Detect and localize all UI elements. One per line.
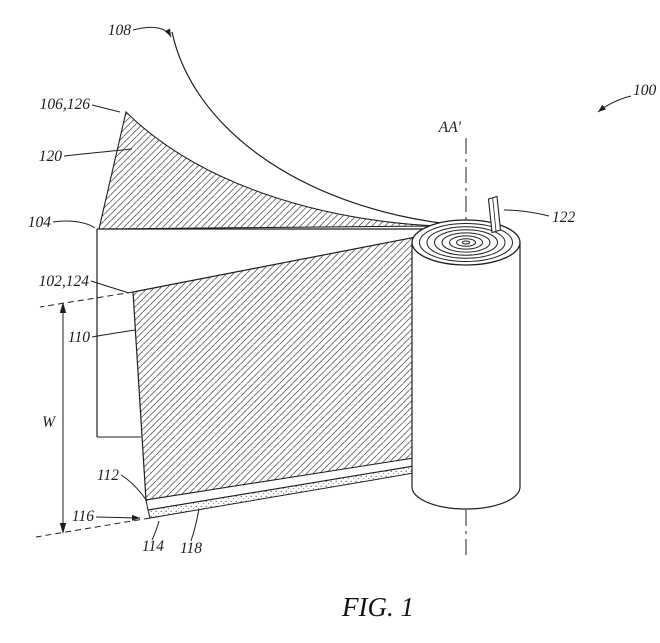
roll-spiral-ring [434, 229, 498, 256]
leader-122 [503, 209, 550, 217]
leader-106-126 [91, 104, 121, 113]
roll-cylinder-body [411, 243, 521, 510]
ref-label-118: 118 [180, 540, 202, 557]
roll-spiral-center [461, 240, 471, 245]
ref-label-100: 100 [633, 82, 657, 99]
axis-label: AA' [438, 119, 462, 136]
ref-label-122: 122 [552, 209, 576, 226]
leader-116 [95, 514, 141, 521]
ref-label-108: 108 [108, 22, 132, 39]
leader-100 [597, 95, 632, 113]
outer-layer-curve [171, 31, 449, 225]
roll-spiral-ring [426, 226, 506, 259]
ref-label-112: 112 [97, 467, 119, 484]
dimension-arrow-down [59, 523, 67, 534]
roll-spiral-ring [449, 235, 483, 250]
upper-hatched-sheet [98, 110, 437, 230]
leader-112 [120, 474, 148, 502]
leader-104 [52, 220, 96, 229]
ref-label-116: 116 [72, 508, 94, 525]
ref-label-w: W [42, 414, 57, 431]
leader-110 [91, 329, 136, 338]
ref-label-120: 120 [39, 148, 63, 165]
leader-108 [132, 26, 172, 38]
ref-label-110: 110 [68, 329, 90, 346]
terminal-tab-midline [492, 198, 497, 232]
dimension-arrow-up [59, 302, 67, 313]
ref-label-102-124: 102,124 [39, 273, 90, 290]
roll-spiral-ring [441, 232, 491, 253]
main-hatched-sheet [132, 236, 417, 501]
leader-102-124 [90, 280, 130, 294]
ref-label-114: 114 [142, 538, 164, 555]
leader-120 [63, 148, 133, 157]
leader-114 [151, 520, 160, 541]
dimension-extension-top [39, 291, 134, 308]
leader-118 [190, 508, 200, 542]
ref-label-104: 104 [28, 214, 52, 231]
ref-label-106-126: 106,126 [40, 96, 91, 113]
roll-spiral-ring [419, 223, 513, 262]
roll-spiral-ring [456, 238, 476, 247]
figure-caption: FIG. 1 [341, 592, 414, 622]
